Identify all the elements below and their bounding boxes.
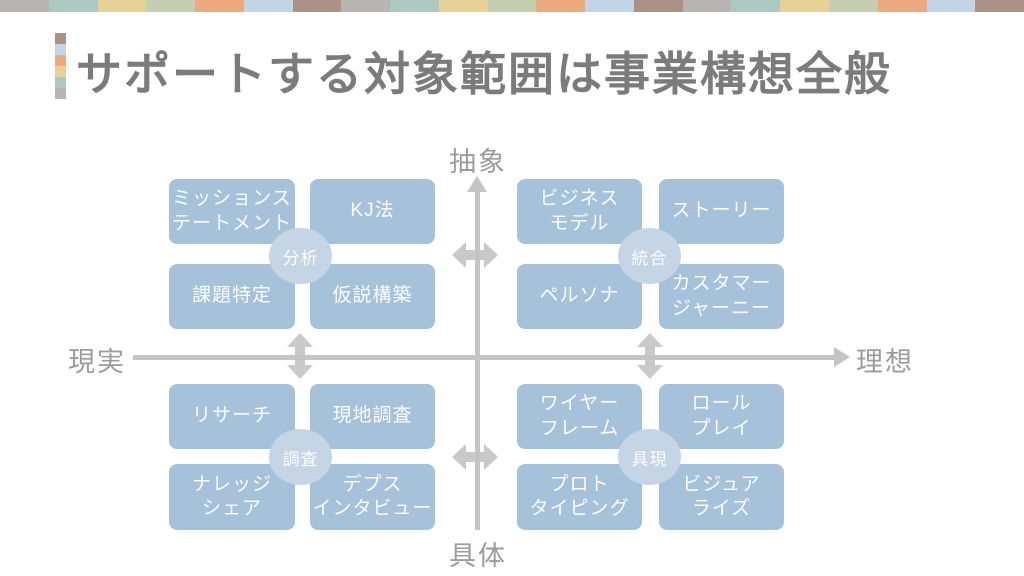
box-roleplay: ロール プレイ: [659, 384, 784, 449]
page-title: サポートする対象範囲は事業構想全般: [76, 48, 892, 100]
box-hypothesis-building: 仮説構築: [310, 264, 435, 329]
box-visualize: ビジュア ライズ: [659, 464, 784, 530]
stripe-segment: [682, 0, 732, 12]
stripe-segment: [146, 0, 196, 12]
box-knowledge-share: ナレッジ シェア: [169, 464, 295, 530]
stripe-segment: [829, 0, 878, 12]
stripe-segment: [585, 0, 634, 12]
box-issue-identification: 課題特定: [169, 264, 295, 329]
axis-label-ideal: 理想: [856, 347, 914, 377]
stripe-segment: [731, 0, 781, 12]
up-arrowhead-icon: [467, 176, 487, 192]
stripe-segment: [633, 0, 683, 12]
stripe-segment: [487, 0, 537, 12]
box-business-model: ビジネス モデル: [517, 179, 642, 244]
badge-realization: 具現: [618, 429, 681, 485]
badge-integration: 統合: [618, 228, 681, 284]
box-research: リサーチ: [169, 384, 295, 449]
title-accent-square: [55, 55, 66, 66]
stripe-segment: [341, 0, 391, 12]
title-accent-square: [55, 88, 66, 99]
title-accent-bar: [55, 33, 66, 99]
box-persona: ペルソナ: [517, 264, 642, 329]
box-mission-statement: ミッションス テートメント: [169, 179, 295, 244]
axis-label-concrete: 具体: [449, 541, 507, 571]
stripe-segment: [877, 0, 927, 12]
right-arrowhead-icon: [834, 347, 850, 367]
box-kj-method: KJ法: [310, 179, 435, 244]
box-field-survey: 現地調査: [310, 384, 435, 449]
title-accent-square: [55, 77, 66, 88]
stripe-segment: [926, 0, 976, 12]
box-depth-interview: デプス インタビュー: [310, 464, 435, 530]
badge-analysis: 分析: [269, 228, 332, 284]
box-wireframe: ワイヤー フレーム: [517, 384, 642, 449]
stripe-segment: [243, 0, 293, 12]
axis-label-abstract: 抽象: [449, 147, 507, 177]
stripe-segment: [292, 0, 342, 12]
stripe-segment: [195, 0, 244, 12]
title-accent-square: [55, 66, 66, 77]
box-story: ストーリー: [659, 179, 784, 244]
stripe-segment: [0, 0, 49, 12]
stripe-segment: [975, 0, 1024, 12]
box-customer-journey: カスタマー ジャーニー: [659, 264, 784, 329]
stripe-segment: [780, 0, 830, 12]
axis-label-reality: 現実: [68, 347, 126, 377]
stripe-segment: [536, 0, 586, 12]
box-prototyping: プロト タイピング: [517, 464, 642, 530]
badge-investigation: 調査: [269, 429, 332, 485]
horizontal-axis-line: [133, 355, 835, 360]
title-accent-square: [55, 33, 66, 44]
vertical-axis-line: [475, 191, 480, 530]
stripe-segment: [390, 0, 439, 12]
stripe-segment: [48, 0, 98, 12]
stripe-segment: [97, 0, 147, 12]
stripe-segment: [438, 0, 488, 12]
title-accent-square: [55, 44, 66, 55]
top-stripe: [0, 0, 1024, 12]
